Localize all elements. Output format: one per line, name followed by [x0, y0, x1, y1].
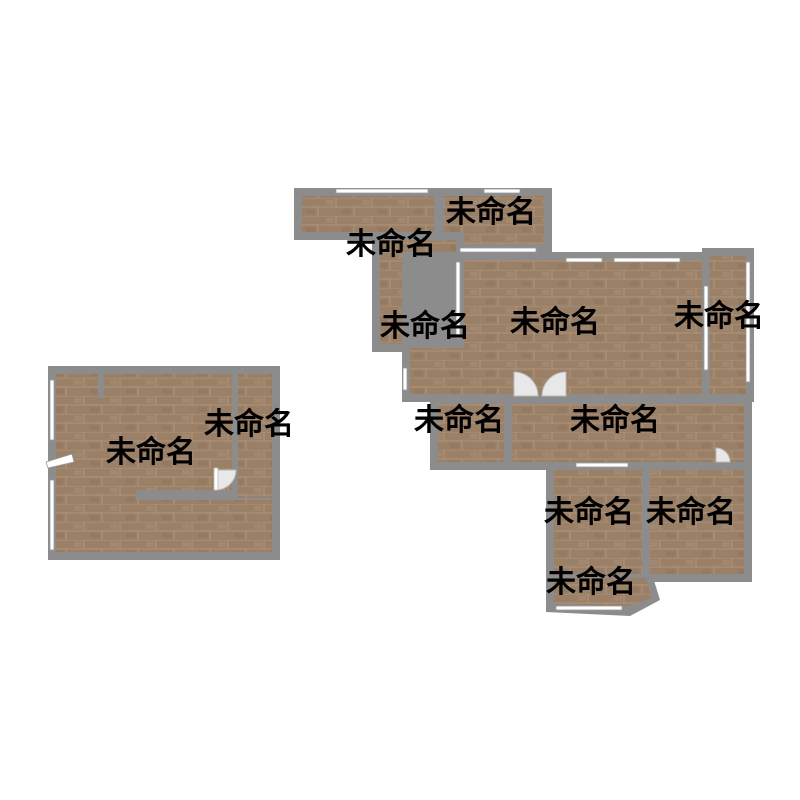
window	[49, 379, 55, 441]
left-room-bottom-floor	[136, 500, 272, 552]
interior-wall	[136, 492, 238, 498]
right-unit	[294, 188, 754, 616]
room-label: 未命名	[646, 495, 736, 530]
window	[565, 257, 603, 263]
window	[483, 188, 521, 194]
room-label: 未命名	[106, 435, 196, 470]
window	[459, 247, 537, 253]
room-floor	[710, 256, 746, 394]
window	[575, 462, 629, 468]
room-floor	[302, 196, 434, 232]
left-unit	[45, 366, 280, 560]
door-swing	[541, 371, 567, 397]
room-floor	[554, 470, 642, 574]
room-label: 未命名	[570, 403, 660, 438]
window	[402, 367, 408, 391]
room-labels: 未命名 未命名 未命名 未命名 未命名 未命名 未命名 未命名 未命名 未命名 …	[106, 195, 764, 600]
room-label: 未命名	[446, 195, 536, 230]
left-room-lower-floor	[56, 490, 136, 552]
door-swing	[715, 447, 731, 463]
window	[613, 257, 681, 263]
room-floor	[650, 470, 744, 574]
window	[703, 285, 709, 371]
window	[335, 188, 429, 194]
room-label: 未命名	[510, 305, 600, 340]
window	[555, 605, 623, 611]
room-floor	[438, 404, 504, 462]
room-label: 未命名	[346, 227, 436, 262]
room-label: 未命名	[380, 309, 470, 344]
room-floor	[554, 578, 652, 606]
left-room-main-floor	[56, 374, 232, 490]
door-leaf	[213, 467, 219, 491]
balcony-window	[45, 453, 75, 469]
window	[745, 261, 751, 383]
left-room-side-floor	[238, 374, 272, 498]
room-label: 未命名	[204, 407, 294, 442]
interior-wall	[98, 374, 104, 398]
room-floor	[464, 260, 704, 350]
interior-wall	[232, 374, 238, 498]
window	[455, 261, 461, 339]
room-label: 未命名	[546, 565, 636, 600]
door-swing	[513, 371, 539, 397]
window	[49, 479, 55, 551]
room-label: 未命名	[674, 299, 764, 334]
room-label: 未命名	[544, 495, 634, 530]
room-floor	[512, 404, 744, 462]
room-label: 未命名	[414, 403, 504, 438]
